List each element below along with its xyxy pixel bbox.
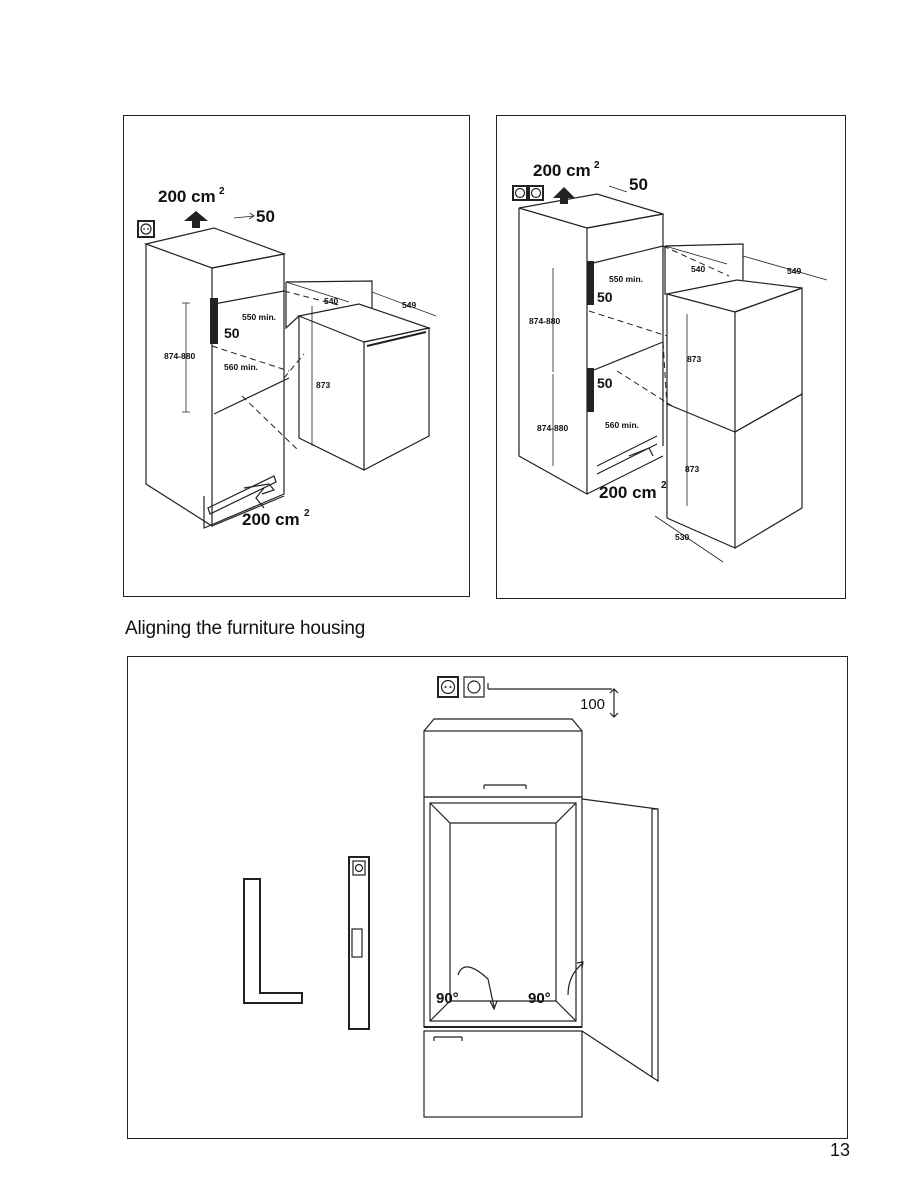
left-figure-drawing: 200 cm 2 50 xyxy=(137,186,437,529)
alignment-figure-drawing: 100 90 xyxy=(243,676,659,1118)
right-installation-figure: 200 cm 2 50 xyxy=(496,115,846,599)
vent-bottom-sup: 2 xyxy=(661,480,667,491)
left-installation-figure: 200 cm 2 50 xyxy=(123,115,470,597)
vent-bottom-sup: 2 xyxy=(304,508,310,519)
vent-top-sup: 2 xyxy=(219,186,225,197)
dim-560-label: 560 min. xyxy=(224,362,258,372)
dim-530-label: 530 xyxy=(675,532,689,542)
dim-niche-upper-label: 874-880 xyxy=(529,316,560,326)
tall-housing-cabinet xyxy=(518,193,664,496)
housing-cabinet xyxy=(143,227,290,529)
dim-gap-lower-label: 50 xyxy=(597,375,613,391)
gap-top-label: 50 xyxy=(256,207,275,226)
angle-right-label: 90° xyxy=(528,990,551,1007)
dim-height-label: 873 xyxy=(316,380,330,390)
dim-niche-lower-label: 874-880 xyxy=(537,423,568,433)
vent-bottom-label: 200 cm xyxy=(242,510,300,529)
vent-top-label: 200 cm xyxy=(533,161,591,180)
vent-up-arrow-icon xyxy=(553,187,575,204)
dim-550-label: 550 min. xyxy=(242,312,276,322)
carpenter-square-icon xyxy=(243,878,303,1004)
gap-top-label: 50 xyxy=(629,175,648,194)
dim-niche-label: 874-880 xyxy=(164,351,195,361)
vent-up-arrow-icon xyxy=(184,211,208,228)
section-caption: Aligning the furniture housing xyxy=(125,618,366,639)
angle-left-label: 90° xyxy=(436,990,459,1007)
stacked-appliances xyxy=(664,243,803,549)
dim-550-label: 550 min. xyxy=(609,274,643,284)
socket-icon-2 xyxy=(463,676,485,698)
dim-560-label: 560 min. xyxy=(605,420,639,430)
dim-depth-label: 540 xyxy=(691,264,705,274)
right-figure-drawing: 200 cm 2 50 xyxy=(512,160,828,563)
vent-top-sup: 2 xyxy=(594,160,600,171)
dim-gap-upper-label: 50 xyxy=(597,289,613,305)
socket-icon xyxy=(137,220,155,238)
main-housing xyxy=(423,796,583,1028)
appliance-unit xyxy=(285,280,432,471)
dim-height-lower-label: 873 xyxy=(685,464,699,474)
socket-icon xyxy=(512,185,528,201)
socket-icon-2 xyxy=(528,185,544,201)
alignment-figure: 100 90 xyxy=(127,656,848,1139)
dim-depth-label: 540 xyxy=(324,296,338,306)
open-door xyxy=(581,798,659,1083)
base-drawer xyxy=(423,1030,583,1118)
upper-cabinet xyxy=(423,718,583,798)
socket-icon xyxy=(437,676,459,698)
dim-100-label: 100 xyxy=(580,696,605,713)
spirit-level-icon xyxy=(348,856,370,1030)
dim-gap-label: 50 xyxy=(224,325,240,341)
dim-height-upper-label: 873 xyxy=(687,354,701,364)
dim-width-label: 549 xyxy=(787,266,801,276)
page-number: 13 xyxy=(830,1140,851,1160)
vent-bottom-label: 200 cm xyxy=(599,483,657,502)
dim-width-label: 549 xyxy=(402,300,416,310)
vent-top-label: 200 cm xyxy=(158,187,216,206)
